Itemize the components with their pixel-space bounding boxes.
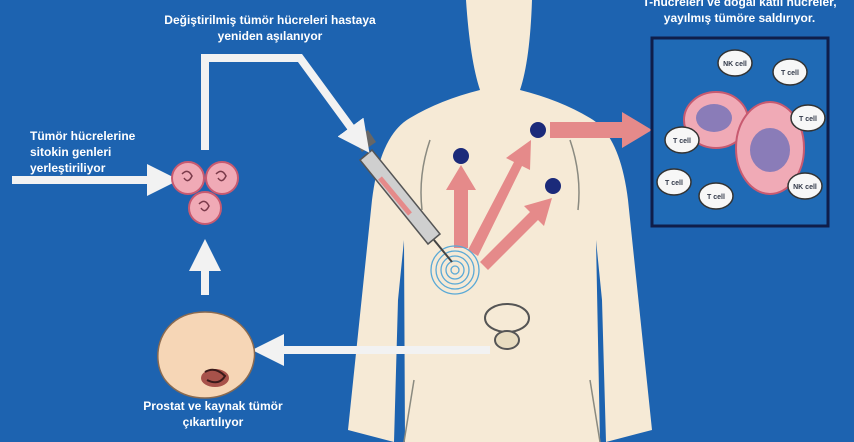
metastasis-spot (453, 148, 469, 164)
immune-cell: T cell (773, 59, 807, 85)
immune-cell: T cell (699, 183, 733, 209)
caption-cytokine: Tümör hücrelerine sitokin genleri yerleş… (30, 128, 180, 176)
immune-cell: T cell (791, 105, 825, 131)
caption-inject: Değiştirilmiş tümör hücreleri hastaya ye… (160, 12, 380, 44)
metastasis-spot (545, 178, 561, 194)
metastasis-spot (530, 122, 546, 138)
attack-inset: NK cell T cell T cell T cell T cell NK c… (652, 38, 828, 226)
inset-cell-label: T cell (707, 194, 725, 201)
caption-attack: T-hücreleri ve doğal katil hücreler, yay… (625, 0, 854, 26)
cytokine-cell-cluster (172, 162, 238, 224)
immune-cell: NK cell (788, 173, 822, 199)
inset-cell-label: T cell (673, 138, 691, 145)
inset-cell-label: T cell (781, 70, 799, 77)
immune-cell: T cell (657, 169, 691, 195)
removed-prostate (158, 312, 255, 398)
immune-cell: T cell (665, 127, 699, 153)
inset-cell-label: NK cell (793, 184, 817, 191)
inset-cell-label: NK cell (723, 61, 747, 68)
caption-prostate: Prostat ve kaynak tümör çıkartılıyor (128, 398, 298, 430)
human-body (348, 0, 652, 442)
inset-cell-label: T cell (799, 116, 817, 123)
inset-cell-label: T cell (665, 180, 683, 187)
immune-cell: NK cell (718, 50, 752, 76)
